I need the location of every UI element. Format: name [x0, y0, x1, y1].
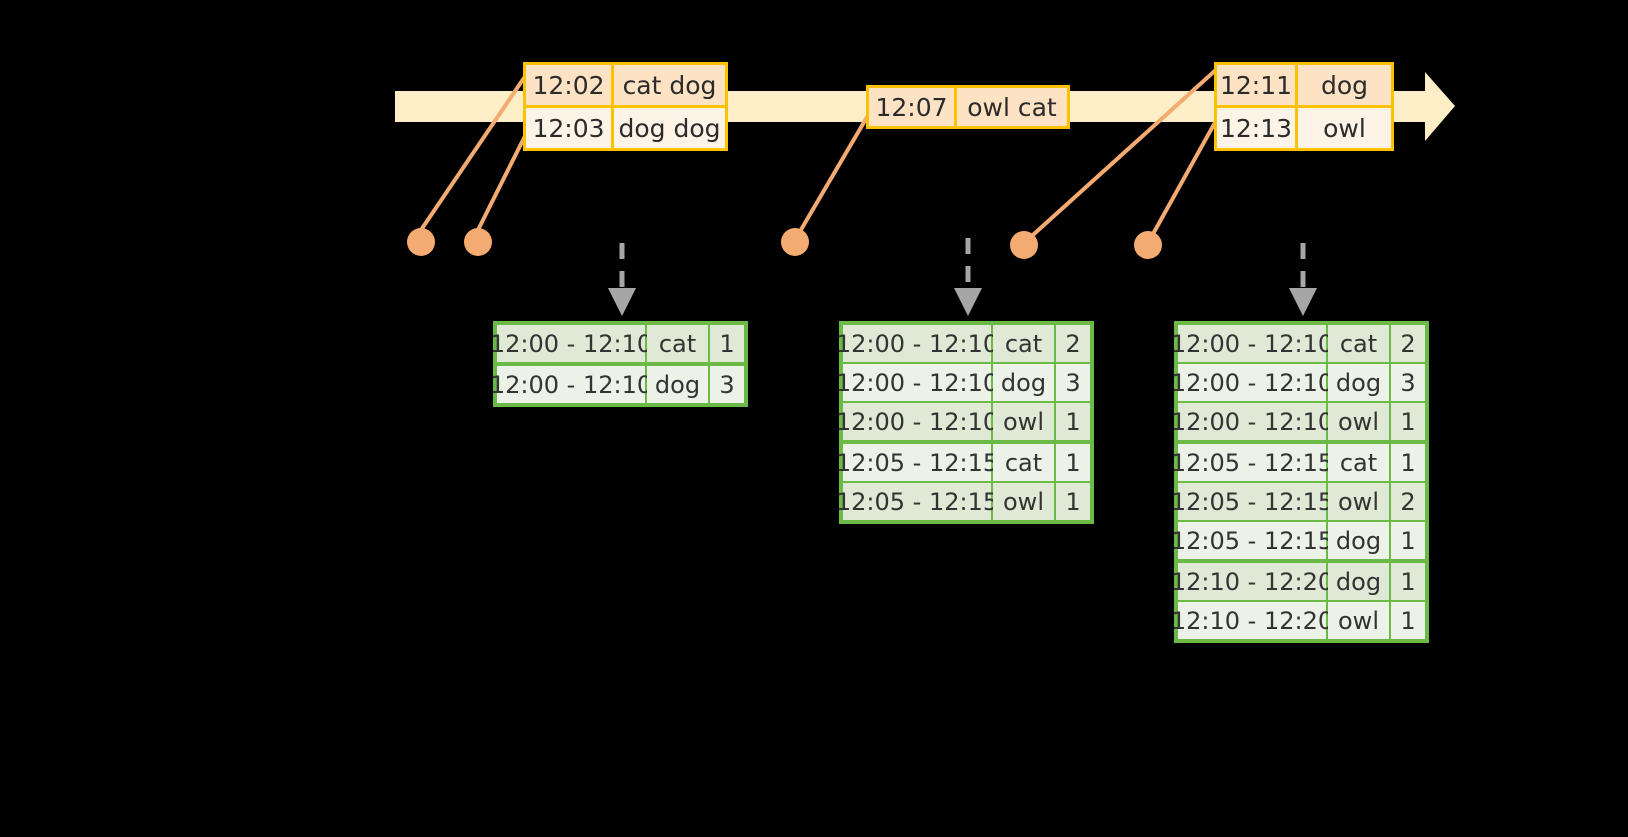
result-table-3[interactable]: 12:00 - 12:10 cat 2 12:00 - 12:10 dog 3 …	[1171, 321, 1429, 643]
cell-window: 12:05 - 12:15	[1171, 444, 1333, 481]
cell-count: 2	[1391, 483, 1425, 520]
cell-count: 3	[1391, 364, 1425, 401]
connector-dot-5	[1134, 231, 1162, 259]
table-row[interactable]: 12:00 - 12:10 owl 1	[836, 401, 1090, 440]
cell-window: 12:05 - 12:15	[836, 483, 998, 520]
cell-count: 1	[1391, 602, 1425, 639]
table-row[interactable]: 12:00 - 12:10 owl 1	[1171, 401, 1425, 440]
cell-key: dog	[647, 366, 710, 403]
connector-dot-2	[464, 228, 492, 256]
event-time: 12:13	[1217, 108, 1298, 148]
cell-key: owl	[993, 483, 1056, 520]
cell-window: 12:00 - 12:10	[836, 364, 998, 401]
event-group-1[interactable]: 12:02 cat dog 12:03 dog dog	[523, 62, 728, 151]
cell-key: owl	[993, 403, 1056, 440]
event-group-3[interactable]: 12:11 dog 12:13 owl	[1214, 62, 1394, 151]
event-time: 12:11	[1217, 65, 1298, 105]
emit-arrow-head-2	[954, 288, 982, 316]
cell-count: 1	[1391, 403, 1425, 440]
event-words: owl cat	[957, 88, 1067, 126]
result-table-1[interactable]: 12:00 - 12:10 cat 1 12:00 - 12:10 dog 3	[490, 321, 748, 407]
cell-window: 12:05 - 12:15	[1171, 483, 1333, 520]
cell-count: 1	[1391, 522, 1425, 559]
cell-key: dog	[1328, 364, 1391, 401]
table-row[interactable]: 12:05 - 12:15 owl 2	[1171, 481, 1425, 520]
cell-count: 1	[1056, 444, 1090, 481]
table-row[interactable]: 12:05 - 12:15 cat 1	[836, 440, 1090, 481]
table-row[interactable]: 12:00 - 12:10 dog 3	[1171, 362, 1425, 401]
cell-count: 1	[1391, 444, 1425, 481]
event-row[interactable]: 12:02 cat dog	[526, 65, 725, 105]
result-table-2[interactable]: 12:00 - 12:10 cat 2 12:00 - 12:10 dog 3 …	[836, 321, 1094, 524]
emit-arrow-head-3	[1289, 288, 1317, 316]
connector-dot-4	[1010, 231, 1038, 259]
connector-dot-1	[407, 228, 435, 256]
event-words: dog dog	[614, 108, 725, 148]
cell-key: dog	[993, 364, 1056, 401]
cell-window: 12:05 - 12:15	[1171, 522, 1333, 559]
cell-count: 2	[1391, 325, 1425, 362]
cell-key: cat	[647, 325, 710, 362]
connector-line-5	[1146, 109, 1224, 244]
event-row[interactable]: 12:13 owl	[1217, 105, 1391, 148]
cell-key: dog	[1328, 522, 1391, 559]
cell-key: owl	[1328, 483, 1391, 520]
cell-window: 12:00 - 12:10	[490, 325, 652, 362]
cell-window: 12:10 - 12:20	[1171, 602, 1333, 639]
event-words: cat dog	[614, 65, 725, 105]
event-words: owl	[1298, 108, 1391, 148]
event-group-2[interactable]: 12:07 owl cat	[866, 85, 1070, 129]
cell-key: dog	[1328, 563, 1391, 600]
emit-arrow-head-1	[608, 288, 636, 316]
event-time: 12:07	[869, 88, 957, 126]
cell-key: cat	[993, 325, 1056, 362]
table-row[interactable]: 12:00 - 12:10 dog 3	[490, 362, 744, 403]
table-row[interactable]: 12:10 - 12:20 owl 1	[1171, 600, 1425, 639]
table-row[interactable]: 12:05 - 12:15 dog 1	[1171, 520, 1425, 559]
table-row[interactable]: 12:00 - 12:10 cat 2	[1171, 325, 1425, 362]
event-row[interactable]: 12:11 dog	[1217, 65, 1391, 105]
cell-key: cat	[1328, 325, 1391, 362]
event-row[interactable]: 12:07 owl cat	[869, 88, 1067, 126]
table-row[interactable]: 12:00 - 12:10 cat 1	[490, 325, 744, 362]
cell-window: 12:00 - 12:10	[1171, 403, 1333, 440]
cell-key: owl	[1328, 602, 1391, 639]
cell-window: 12:00 - 12:10	[836, 325, 998, 362]
table-row[interactable]: 12:10 - 12:20 dog 1	[1171, 559, 1425, 600]
cell-count: 2	[1056, 325, 1090, 362]
connector-line-2	[476, 129, 530, 231]
cell-window: 12:05 - 12:15	[836, 444, 998, 481]
event-row[interactable]: 12:03 dog dog	[526, 105, 725, 148]
cell-window: 12:00 - 12:10	[836, 403, 998, 440]
cell-key: cat	[993, 444, 1056, 481]
cell-count: 1	[1391, 563, 1425, 600]
cell-key: cat	[1328, 444, 1391, 481]
cell-window: 12:10 - 12:20	[1171, 563, 1333, 600]
table-row[interactable]: 12:05 - 12:15 owl 1	[836, 481, 1090, 520]
event-time: 12:03	[526, 108, 614, 148]
cell-count: 1	[1056, 403, 1090, 440]
cell-window: 12:00 - 12:10	[490, 366, 652, 403]
event-time: 12:02	[526, 65, 614, 105]
cell-count: 3	[710, 366, 744, 403]
connector-dot-3	[781, 228, 809, 256]
event-words: dog	[1298, 65, 1391, 105]
cell-key: owl	[1328, 403, 1391, 440]
cell-count: 1	[710, 325, 744, 362]
cell-window: 12:00 - 12:10	[1171, 325, 1333, 362]
cell-count: 3	[1056, 364, 1090, 401]
cell-count: 1	[1056, 483, 1090, 520]
connector-line-3	[793, 110, 872, 242]
table-row[interactable]: 12:00 - 12:10 cat 2	[836, 325, 1090, 362]
cell-window: 12:00 - 12:10	[1171, 364, 1333, 401]
table-row[interactable]: 12:00 - 12:10 dog 3	[836, 362, 1090, 401]
table-row[interactable]: 12:05 - 12:15 cat 1	[1171, 440, 1425, 481]
